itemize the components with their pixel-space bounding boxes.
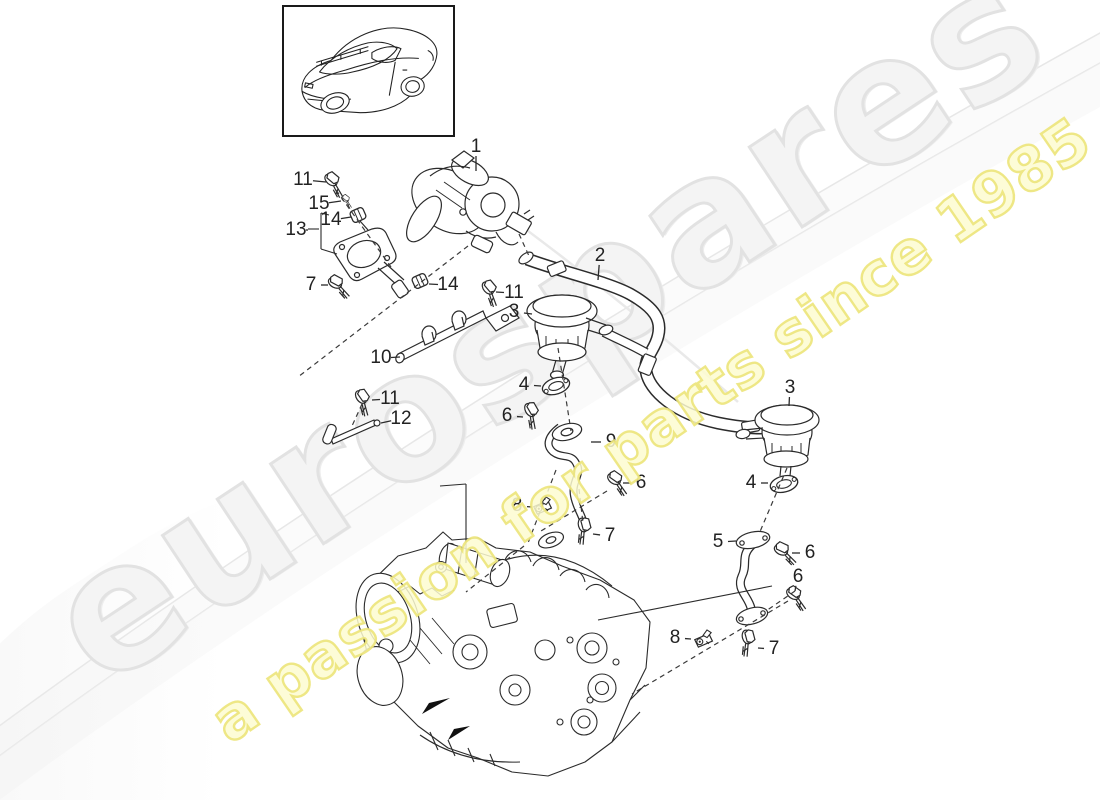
check-valve-right-part-3 (735, 404, 820, 477)
callout-leader-line (340, 216, 352, 220)
swoosh-shadow (0, 63, 1100, 800)
assembly-axis-dashed-line (518, 233, 530, 257)
callout-leader-line (390, 356, 401, 359)
callout-leader-line (523, 312, 533, 315)
assembly-axis-dashed-line (631, 600, 789, 695)
reference-line (320, 212, 330, 216)
bolt-part-11-mid (476, 277, 507, 309)
callout-leader-line (495, 291, 505, 294)
assembly-axis-dashed-line (765, 590, 796, 612)
rubber-grommet-part-14-lower (410, 272, 430, 290)
callout-leader-line (312, 180, 327, 183)
bolt-part-11-lower (349, 386, 379, 419)
porsche-911-icon (301, 27, 438, 114)
support-bracket-part-9 (537, 422, 588, 549)
bolt-part-6-left (518, 399, 547, 432)
bolt-part-6-right-lower (781, 583, 814, 613)
assembly-axis-dashed-line (335, 189, 392, 268)
gasket-part-4-right (767, 472, 801, 496)
callout-leader-line (592, 533, 601, 536)
bolt-part-7-right (735, 627, 760, 659)
reference-line (597, 585, 773, 621)
callout-leader-line (428, 283, 439, 286)
assembly-axis-dashed-line (758, 467, 788, 535)
assembly-axis-dashed-line (351, 403, 363, 427)
callout-leader-line (794, 585, 797, 592)
assembly-axis-dashed-line (578, 488, 584, 524)
callout-leader-line (380, 420, 392, 424)
air-pump-part-1 (406, 150, 535, 254)
gasket-part-4-left (539, 373, 573, 399)
reference-line (320, 248, 338, 255)
callout-leader-line (727, 540, 737, 543)
assembly-axis-dashed-line (540, 490, 608, 532)
engine-block-drawing (355, 531, 651, 777)
reference-line (439, 483, 467, 487)
callout-leader-line (371, 398, 381, 401)
strap-bracket-part-12 (322, 419, 381, 445)
callout-leader-line (328, 200, 342, 204)
screw-part-15 (338, 193, 356, 210)
support-rail-part-10 (395, 305, 520, 364)
callout-leader-line (597, 264, 600, 281)
clamp-part-8-right (692, 628, 715, 649)
mounting-bracket-part-13 (333, 220, 409, 299)
vehicle-thumbnail-box (282, 5, 455, 137)
check-valve-left-part-3 (526, 294, 614, 380)
air-pipe-part-5 (735, 530, 771, 626)
bolt-part-7-mid (571, 515, 596, 547)
